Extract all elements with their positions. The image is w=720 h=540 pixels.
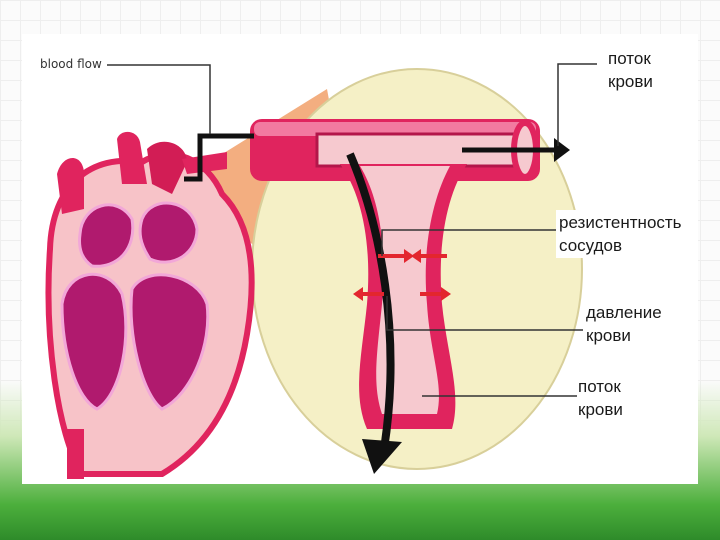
label-pressure: давление крови xyxy=(583,300,665,348)
label-resistance: резистентность сосудов xyxy=(556,210,685,258)
heart-aorta xyxy=(57,157,84,214)
heart-vena-cava xyxy=(67,429,84,479)
diagram-panel: blood flow xyxy=(22,34,698,484)
flow-arrow-down-curve xyxy=(346,152,395,450)
label-blood-flow-en: blood flow xyxy=(40,57,102,71)
flow-arrow-top-head xyxy=(554,138,570,162)
heart-to-vessel-line xyxy=(184,133,254,182)
label-flow-top: поток крови xyxy=(608,49,653,91)
flow-arrow-down-head xyxy=(362,439,402,474)
blood-flow-diagram xyxy=(45,63,597,479)
heart-vessel-branch xyxy=(182,152,227,174)
heart-vessel-right xyxy=(147,141,187,194)
vessel-lumen-vertical xyxy=(360,166,450,414)
heart-vessel-left xyxy=(117,131,147,184)
leader-pressure xyxy=(386,296,584,331)
heart-chamber-upper-left xyxy=(78,203,135,268)
pressure-arrow-right-head xyxy=(441,287,451,301)
resistance-arrow-left-head xyxy=(404,249,414,263)
leader-resistance xyxy=(381,229,558,256)
label-flow-bottom: поток крови xyxy=(578,377,623,419)
heart-chamber-upper-right xyxy=(138,201,199,264)
leader-flow-top xyxy=(557,63,597,146)
heart-chamber-lower-left xyxy=(60,272,128,411)
leader-blood-flow xyxy=(107,64,211,134)
heart-chamber-lower-right xyxy=(129,273,210,411)
pressure-arrow-left-head xyxy=(353,287,363,301)
resistance-arrow-right-head xyxy=(411,249,421,263)
